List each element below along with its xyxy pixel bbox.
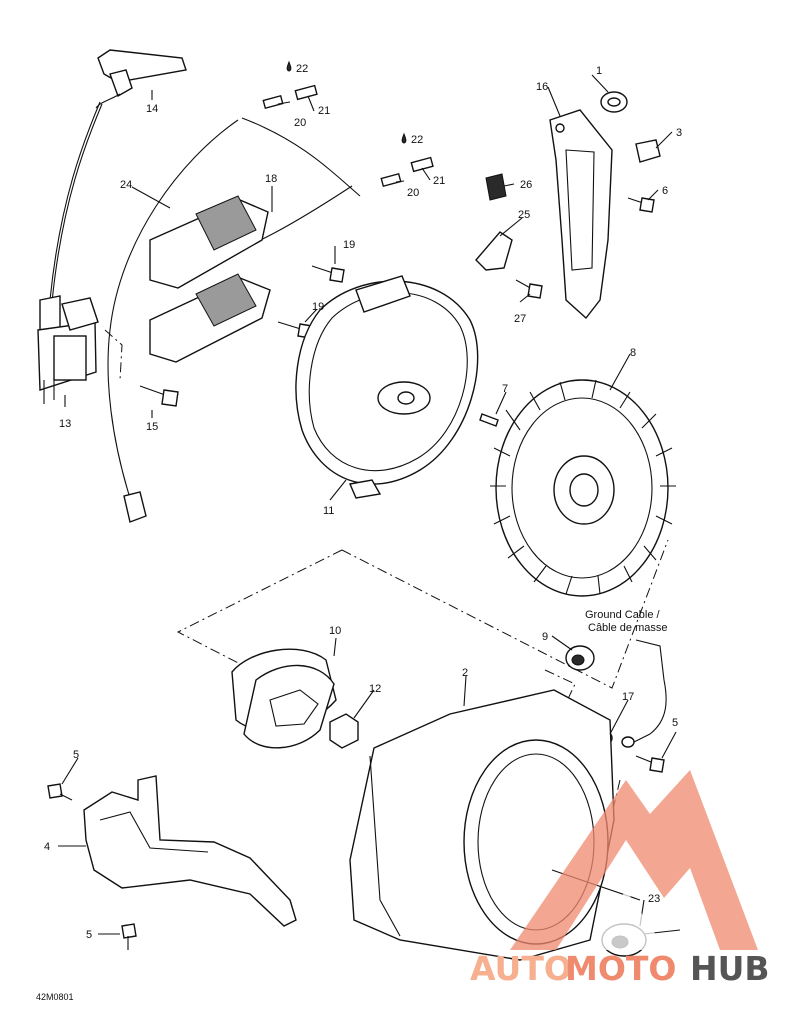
flywheel-part [490,379,676,597]
callout-5c: 5 [672,717,678,729]
callout-8: 8 [630,347,636,359]
ground-cable-part [621,639,667,748]
ground-cable-note-line1: Ground Cable / [585,609,661,621]
automotohub-watermark: AUTO MOTO HUB [470,770,770,988]
callout-15: 15 [146,421,158,433]
watermark-auto: AUTO [470,949,572,988]
nut-part [329,713,359,749]
callout-24: 24 [120,179,132,191]
screw-5-parts [47,755,665,950]
watermark-hub: HUB [690,949,770,988]
callout-21b: 21 [433,175,445,187]
drawing-code: 42M0801 [36,992,74,1002]
callout-10: 10 [329,625,341,637]
grommet-part [600,91,628,113]
lead-wire-1 [241,117,361,197]
callout-1: 1 [596,65,602,77]
callout-20b: 20 [407,187,419,199]
callout-13: 13 [59,418,71,430]
callout-18: 18 [265,173,277,185]
stator-plate-part [295,275,479,499]
watermark-moto: MOTO [565,949,676,988]
watermark-logo-icon [510,770,758,950]
screw-27-part [515,279,543,299]
ground-cable-note-line2: Câble de masse [588,622,668,634]
callout-labels: 1 2 3 4 5 5 5 5 6 7 8 9 10 11 12 13 14 1… [44,63,682,941]
callout-17: 17 [622,691,634,703]
small-bracket-part [475,231,513,271]
charging-coil-part [149,195,271,363]
callout-4: 4 [44,841,50,853]
terminal-parts [262,60,434,188]
callout-22b: 22 [411,134,423,146]
lower-bracket-part [83,775,297,927]
callout-6: 6 [662,185,668,197]
callout-19a: 19 [343,239,355,251]
ignition-coil-part [37,101,103,404]
screw-15-part [139,385,179,407]
ground-wire-part [107,119,239,523]
callout-19b: 19 [312,301,324,313]
grommet-9-part [565,645,595,671]
callout-23: 23 [648,893,660,905]
woodruff-key-part [479,413,499,427]
spark-plug-cap-part [95,49,187,109]
callout-22a: 22 [296,63,308,75]
callout-2: 2 [462,667,468,679]
screw-6-part [627,197,655,213]
callout-5a: 5 [73,749,79,761]
callout-11: 11 [323,505,334,517]
callout-3: 3 [676,127,682,139]
callout-26: 26 [520,179,532,191]
callout-21a: 21 [318,105,330,117]
clip-part [635,139,661,163]
callout-14: 14 [146,103,158,115]
callout-25: 25 [518,209,530,221]
callout-16: 16 [536,81,548,93]
starting-pulley-part [231,648,337,749]
callout-12: 12 [369,683,381,695]
callout-20a: 20 [294,117,306,129]
callout-5b: 5 [86,929,92,941]
callout-9: 9 [542,631,548,643]
support-bracket-part [549,109,613,320]
callout-7: 7 [502,383,508,395]
connector-part [485,173,507,201]
callout-27: 27 [514,313,526,325]
